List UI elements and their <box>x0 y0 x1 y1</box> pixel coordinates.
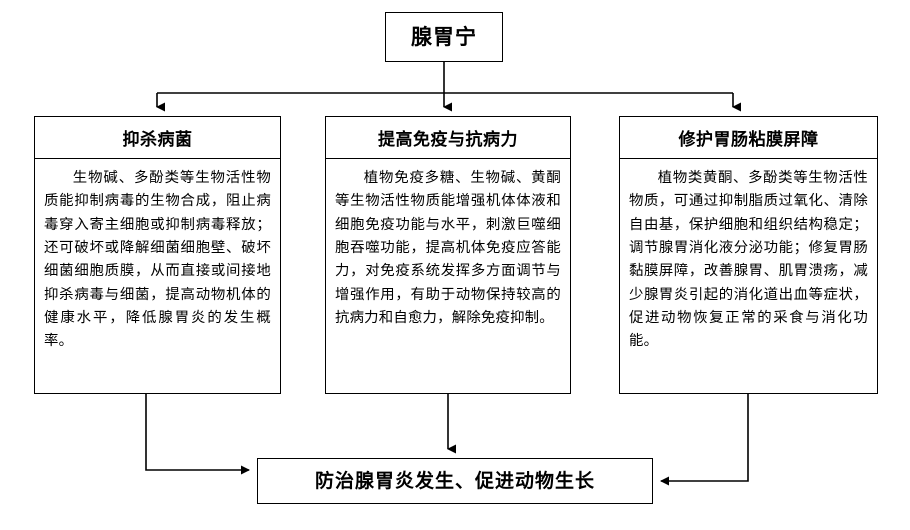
branch-node-3-title: 修护胃肠粘膜屏障 <box>620 117 877 159</box>
connector-branch-0-to-result <box>145 394 250 475</box>
branch-node-1: 抑杀病菌 生物碱、多酚类等生物活性物质能抑制病毒的生物合成，阻止病毒穿入寄主细胞… <box>34 116 281 394</box>
root-node-label: 腺胃宁 <box>411 24 477 49</box>
branch-node-2: 提高免疫与抗病力 植物免疫多糖、生物碱、黄酮等生物活性物质能增强机体体液和细胞免… <box>325 116 571 394</box>
root-node: 腺胃宁 <box>385 12 503 62</box>
result-node-label: 防治腺胃炎发生、促进动物生长 <box>314 469 595 492</box>
branch-node-3: 修护胃肠粘膜屏障 植物类黄酮、多酚类等生物活性物质，可通过抑制脂质过氧化、清除自… <box>619 116 878 394</box>
connector-branch-2-to-result <box>660 394 749 486</box>
branch-node-3-body: 植物类黄酮、多酚类等生物活性物质，可通过抑制脂质过氧化、清除自由基，保护细胞和组… <box>629 170 868 350</box>
branch-node-1-title: 抑杀病菌 <box>35 117 280 159</box>
branch-node-1-body: 生物碱、多酚类等生物活性物质能抑制病毒的生物合成，阻止病毒穿入寄主细胞或抑制病毒… <box>44 170 271 350</box>
result-node: 防治腺胃炎发生、促进动物生长 <box>257 458 653 504</box>
branch-node-2-body: 植物免疫多糖、生物碱、黄酮等生物活性物质能增强机体体液和细胞免疫功能与水平，刺激… <box>335 170 561 326</box>
branch-node-2-title: 提高免疫与抗病力 <box>326 117 570 159</box>
